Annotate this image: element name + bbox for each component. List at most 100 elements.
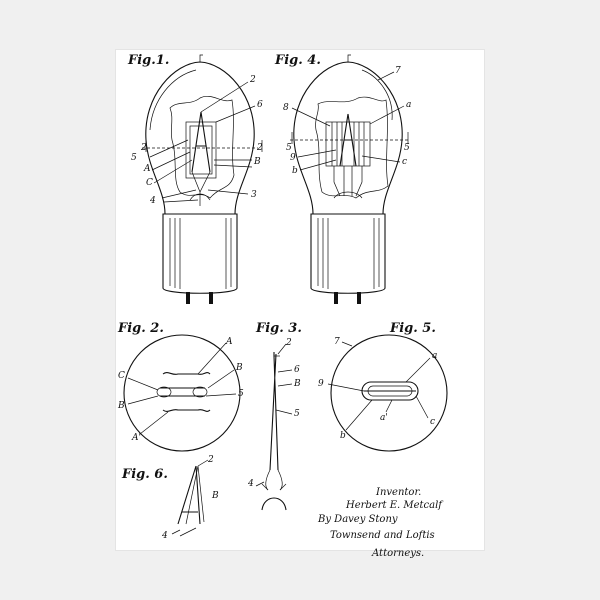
fig-2-title: Fig. 2. [117,321,164,336]
fig-4-label-7: 7 [395,66,401,76]
fig-4-plate [325,121,371,167]
fig-1-stem [191,171,211,206]
fig-4-label-a: a [406,100,411,110]
attorneys-label: Attorneys. [371,548,424,559]
fig-4-label-8: 8 [283,103,289,113]
attorney-firm: Townsend and Loftis [330,530,435,541]
fig-1-label-2-left: 2 [140,143,147,153]
fig-5: Fig. 5. 7 a 9 a' b c [318,321,448,452]
fig-2-grid-right [192,386,208,398]
fig-5-title: Fig. 5. [389,321,436,336]
patent-sheet [116,50,484,550]
fig-1-plate [185,121,217,179]
fig-2-label-C: C [118,371,125,381]
fig-4-cutaway [315,96,389,199]
fig-1-label-2: 2 [249,75,256,85]
fig-5-label-9: 9 [318,379,324,389]
fig-2-grid-left [156,386,172,398]
fig-1-label-6: 6 [257,100,263,110]
fig-4-bulb-tip [347,54,351,62]
fig-4-section-ticks [291,132,409,144]
fig-3-label-5: 5 [294,409,300,419]
fig-2-filament-section [160,387,205,397]
fig-4-base [310,213,386,294]
fig-4-base-shading [317,218,380,289]
fig-4-label-b: b [292,166,298,176]
fig-4-supports [333,166,363,197]
fig-4-label-5-right: 5 [404,143,410,153]
fig-1-label-5: 5 [131,153,137,163]
fig-3-label-6: 6 [294,365,300,375]
fig-1-label-2-right: 2 [256,143,263,153]
fig-2-label-B-bottom: B [117,401,125,411]
fig-2: Fig. 2. A C B B 5 A' [117,321,244,452]
fig-4-bulb-highlight [361,69,393,121]
fig-2-label-5: 5 [238,389,244,399]
fig-1-pin-left [186,292,190,304]
fig-2-plate-A-prime [162,409,211,412]
fig-3: Fig. 3. 2 6 B 5 4 [247,321,302,511]
fig-5-leaders [327,341,431,431]
fig-3-filament-side [269,352,279,471]
fig-5-plate [361,381,419,401]
fig-1-label-A: A [143,164,151,174]
fig-4-bulb [293,61,403,215]
fig-1-section-ticks [145,140,263,152]
fig-1: Fig.1. 2 6 2 2 5 A B C 4 3 [127,53,263,304]
attorney-by-line: By Davey Stony [317,514,398,525]
fig-3-leaders [255,343,293,487]
inventor-name: Herbert E. Metcalf [345,500,444,511]
fig-1-grid [189,125,213,175]
fig-4-label-c: c [402,157,407,167]
fig-2-plate-A [162,372,211,375]
fig-6-filament-shadow [185,465,205,525]
fig-4-pin-right [357,292,361,304]
fig-4: Fig. 4. 7 8 a 5 5 9 b c [274,53,411,304]
fig-1-base [162,213,238,294]
fig-2-leaders [127,342,237,435]
fig-1-label-B: B [253,157,261,167]
fig-6-label-B: B [211,491,219,501]
fig-5-label-a-prime: a' [380,413,388,423]
fig-3-leads [265,469,283,491]
fig-4-title: Fig. 4. [274,53,321,68]
fig-1-leaders [149,81,256,203]
fig-3-title: Fig. 3. [255,321,302,336]
fig-5-envelope-circle [330,334,448,452]
inventor-label: Inventor. [375,487,421,498]
fig-6-filament [177,465,201,525]
fig-3-press [261,497,287,511]
fig-2-label-B-top: B [235,363,243,373]
fig-6-leaders [171,459,209,537]
fig-1-title: Fig.1. [127,53,169,68]
fig-2-envelope-circle [123,334,241,452]
signature-block: Inventor. Herbert E. Metcalf By Davey St… [317,487,444,559]
fig-5-label-b: b [340,431,346,441]
fig-3-label-4: 4 [247,479,254,489]
fig-1-label-3: 3 [251,190,257,200]
fig-6: Fig. 6. 2 B 4 [121,455,219,541]
fig-6-title: Fig. 6. [121,467,168,482]
fig-1-press [189,193,211,201]
fig-3-label-B: B [293,379,301,389]
fig-1-label-C: C [146,178,153,188]
fig-1-bulb-tip [199,54,203,62]
fig-1-filament [191,111,211,173]
fig-3-lead-ends [261,483,287,491]
fig-4-label-5-left: 5 [286,143,292,153]
fig-6-label-4: 4 [161,531,168,541]
fig-4-label-9: 9 [290,153,296,163]
fig-3-label-2: 2 [285,338,292,348]
fig-5-label-a: a [432,351,437,361]
fig-2-label-A: A [225,337,233,347]
fig-4-leaders [291,71,405,171]
fig-5-label-7: 7 [334,337,340,347]
fig-4-pin-left [334,292,338,304]
fig-1-label-4: 4 [149,196,156,206]
fig-1-pin-right [209,292,213,304]
fig-1-base-shading [169,218,232,289]
fig-4-plate-hatching [331,122,365,166]
fig-1-bulb-highlight [149,69,197,131]
fig-6-label-2: 2 [207,455,214,465]
